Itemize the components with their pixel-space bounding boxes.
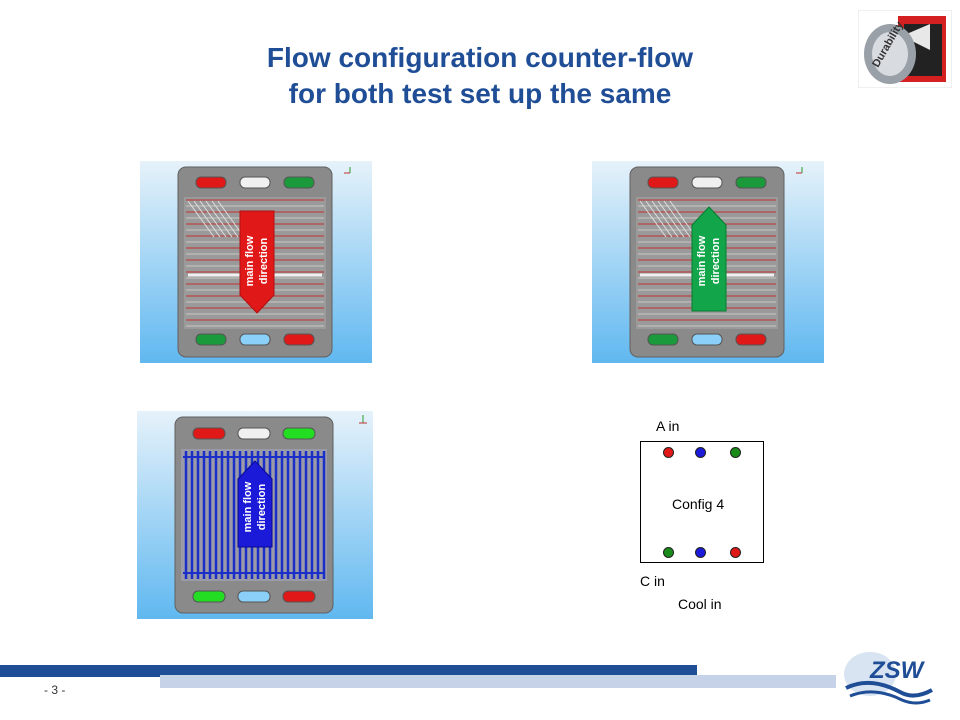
arrow-label-line-1: main flow [244, 235, 256, 286]
label-config-center: Config 4 [672, 496, 725, 512]
axis-marker-icon [796, 167, 803, 174]
footer-bar-light [160, 675, 836, 688]
config-4-diagram: A in Config 4 C in Cool in [620, 412, 820, 622]
flow-plate-red: main flow direction [140, 161, 372, 363]
label-cool-in: Cool in [678, 596, 722, 612]
bottom-dot-2 [695, 547, 706, 558]
arrow-label-line-2: direction [710, 237, 722, 284]
slide-title: Flow configuration counter-flow for both… [160, 40, 800, 112]
top-dot-2 [695, 447, 706, 458]
flow-plate-blue: main flow direction [137, 411, 373, 619]
top-dot-1 [663, 447, 674, 458]
label-a-in: A in [656, 418, 680, 434]
bottom-dot-1 [663, 547, 674, 558]
zsw-logo-text: ZSW [869, 657, 926, 684]
title-line-1: Flow configuration counter-flow [266, 42, 694, 73]
title-line-2: for both test set up the same [288, 78, 672, 109]
axis-marker-icon [359, 415, 367, 424]
flow-arrow [237, 460, 273, 548]
label-c-in: C in [640, 573, 665, 589]
zsw-logo: ZSW [840, 648, 936, 708]
config-box: Config 4 [640, 441, 764, 563]
arrow-label-line-2: direction [258, 237, 270, 284]
page-number: - 3 - [44, 683, 66, 697]
flow-plate-green: main flow direction [592, 161, 824, 363]
axis-marker-icon [344, 167, 351, 174]
arrow-label-line-1: main flow [696, 235, 708, 286]
durability-logo: Durability [857, 9, 953, 89]
bottom-dot-3 [730, 547, 741, 558]
top-dot-3 [730, 447, 741, 458]
flow-arrow [239, 210, 275, 314]
flow-arrow [691, 206, 727, 312]
arrow-label-line-1: main flow [242, 481, 254, 532]
footer-bar-dark [0, 665, 697, 677]
arrow-label-line-2: direction [256, 483, 268, 530]
